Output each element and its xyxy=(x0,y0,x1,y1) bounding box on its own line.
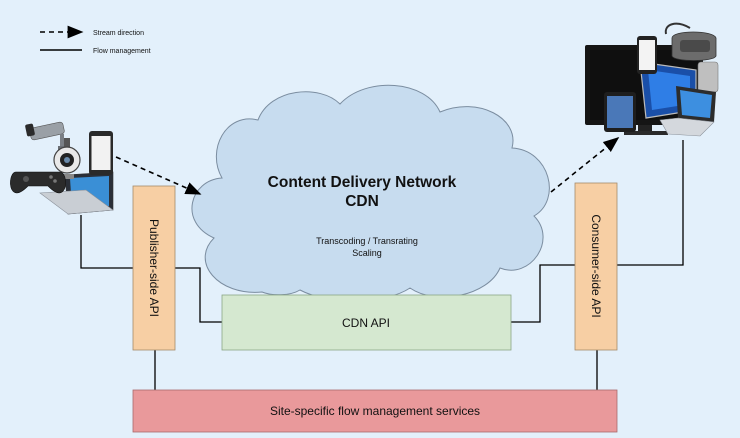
publisher-api-label: Publisher-side API xyxy=(147,219,161,317)
tablet-icon xyxy=(604,92,636,132)
publisher-device-to-api-line xyxy=(80,215,133,269)
stream-arrow-in xyxy=(115,156,202,195)
publisher-api-to-cdn-api-line xyxy=(175,267,222,323)
cdn-title-line2: CDN xyxy=(345,193,379,210)
legend-stream-direction: Stream direction xyxy=(93,30,144,37)
cdn-sub-line2: Scaling xyxy=(352,248,382,258)
site-services-box: Site-specific flow management services xyxy=(132,389,618,433)
laptop-icon xyxy=(39,171,114,215)
publisher-devices xyxy=(10,121,114,215)
cdn-api-box: CDN API xyxy=(221,294,512,351)
cdn-sub-line1: Transcoding / Transrating xyxy=(316,236,418,246)
laptop-icon xyxy=(659,86,716,137)
smartphone-icon xyxy=(89,131,113,175)
consumer-api-label: Consumer-side API xyxy=(589,214,603,317)
site-services-label: Site-specific flow management services xyxy=(270,404,480,418)
consumer-api-to-device-line xyxy=(617,140,684,266)
consumer-devices xyxy=(585,22,719,137)
cloud-shape xyxy=(191,84,550,302)
cdn-api-label: CDN API xyxy=(342,316,390,330)
legend: Stream direction Flow management xyxy=(40,25,151,55)
webcam-icon xyxy=(53,138,81,179)
security-camera-icon xyxy=(25,121,70,150)
vr-headset-icon xyxy=(664,22,719,93)
consumer-api-box: Consumer-side API xyxy=(574,182,618,351)
smartphone-icon xyxy=(637,36,657,74)
flow-lines xyxy=(80,140,684,390)
publisher-api-box: Publisher-side API xyxy=(132,185,176,351)
cdn-title-line1: Content Delivery Network xyxy=(268,174,457,191)
cdn-cloud: Content Delivery Network CDN Transcoding… xyxy=(191,84,550,302)
cdn-api-to-consumer-api-line xyxy=(511,264,575,323)
legend-flow-management: Flow management xyxy=(93,48,151,55)
gamepad-icon xyxy=(10,171,66,194)
